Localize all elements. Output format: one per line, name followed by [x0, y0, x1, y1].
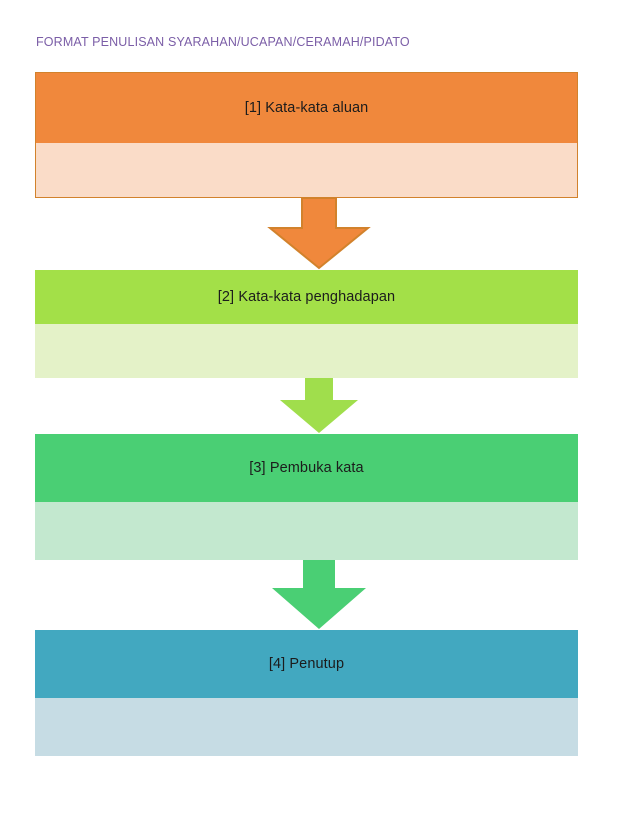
connector-3-to-4	[0, 560, 638, 630]
flow-step-3-label: [3] Pembuka kata	[249, 460, 364, 476]
flow-step-1-body	[36, 143, 577, 197]
flow-step-4-body	[35, 698, 578, 756]
connector-2-to-3	[0, 378, 638, 434]
flow-step-2-header: [2] Kata-kata penghadapan	[35, 270, 578, 324]
connector-1-to-2	[0, 198, 638, 270]
flow-step-2-label: [2] Kata-kata penghadapan	[217, 289, 396, 305]
down-arrow-icon	[267, 198, 371, 270]
flow-step-1[interactable]: [1] Kata-kata aluan	[35, 72, 578, 198]
flow-step-4-header: [4] Penutup	[35, 630, 578, 698]
flow-step-2-body	[35, 324, 578, 378]
flow-step-3[interactable]: [3] Pembuka kata	[35, 434, 578, 560]
flow-step-4[interactable]: [4] Penutup	[35, 630, 578, 756]
flow-step-1-label: [1] Kata-kata aluan	[244, 100, 369, 116]
flow-step-1-header: [1] Kata-kata aluan	[36, 73, 577, 143]
flow-step-3-header: [3] Pembuka kata	[35, 434, 578, 502]
flow-step-2[interactable]: [2] Kata-kata penghadapan	[35, 270, 578, 378]
flow-step-3-body	[35, 502, 578, 560]
down-arrow-icon	[280, 378, 358, 433]
page-title: FORMAT PENULISAN SYARAHAN/UCAPAN/CERAMAH…	[36, 35, 410, 49]
down-arrow-icon	[272, 560, 366, 629]
flow-step-4-label: [4] Penutup	[268, 656, 345, 672]
